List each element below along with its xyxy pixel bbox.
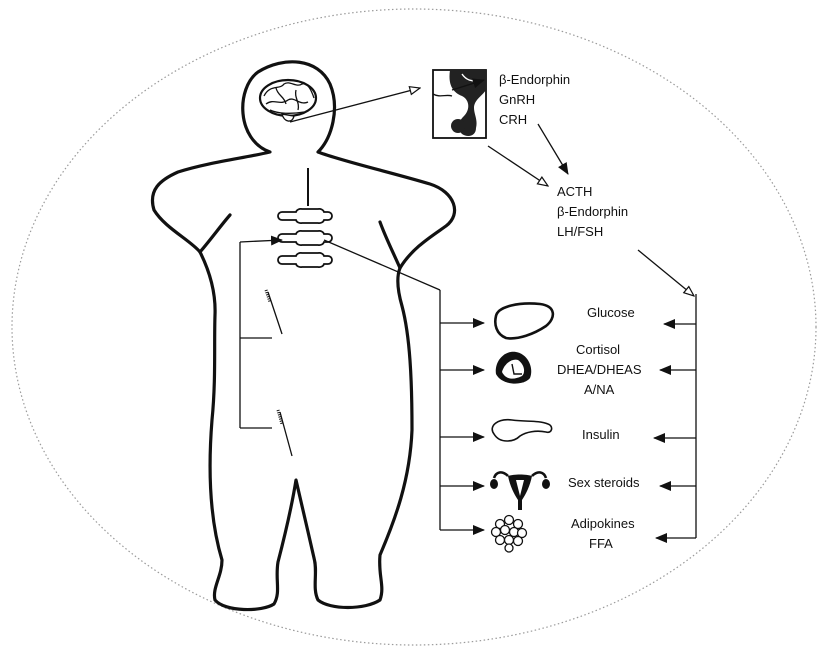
organ-label: A/NA — [584, 382, 615, 397]
organ-label-sex-steroids: Sex steroids — [568, 475, 640, 490]
pituitary-output-label: β-Endorphin — [557, 204, 628, 219]
nerve-fiber-lower — [278, 410, 292, 456]
pituitary-outputs-group: ACTH β-Endorphin LH/FSH — [557, 184, 628, 239]
left-arm-fold — [200, 215, 230, 252]
organ-label: DHEA/DHEAS — [557, 362, 642, 377]
pituitary-icon — [433, 70, 486, 138]
brain-output-label: β-Endorphin — [499, 72, 570, 87]
organ-label-glucose: Glucose — [587, 305, 635, 320]
pituitary-to-acth-arrow — [488, 146, 548, 186]
organ-label: FFA — [589, 536, 613, 551]
pituitary-output-label: ACTH — [557, 184, 592, 199]
right-arm-fold — [380, 222, 400, 268]
acth-to-organs-arrow — [638, 250, 694, 296]
adrenal-gland-icon — [496, 352, 531, 384]
brain-outputs-group: β-Endorphin GnRH CRH — [499, 72, 570, 127]
pancreas-icon — [492, 420, 551, 441]
left-nerve-bracket — [240, 240, 282, 428]
liver-icon — [495, 304, 553, 339]
adipose-cells-icon — [492, 516, 527, 553]
pituitary-output-label: LH/FSH — [557, 224, 603, 239]
human-body-outline — [152, 62, 454, 610]
organ-distribution-line — [324, 240, 440, 530]
vertebrae-icon — [278, 209, 332, 267]
organ-label-cortisol-group: Cortisol DHEA/DHEAS A/NA — [557, 342, 642, 397]
brain-output-label: CRH — [499, 112, 527, 127]
organ-label-insulin: Insulin — [582, 427, 620, 442]
brain-output-label: GnRH — [499, 92, 535, 107]
uterus-ovaries-icon — [490, 472, 550, 510]
crh-to-acth-arrow — [538, 124, 568, 174]
brain-icon — [260, 80, 316, 121]
organ-label: Adipokines — [571, 516, 635, 531]
nerve-fiber-upper — [266, 290, 282, 334]
organ-label: Cortisol — [576, 342, 620, 357]
